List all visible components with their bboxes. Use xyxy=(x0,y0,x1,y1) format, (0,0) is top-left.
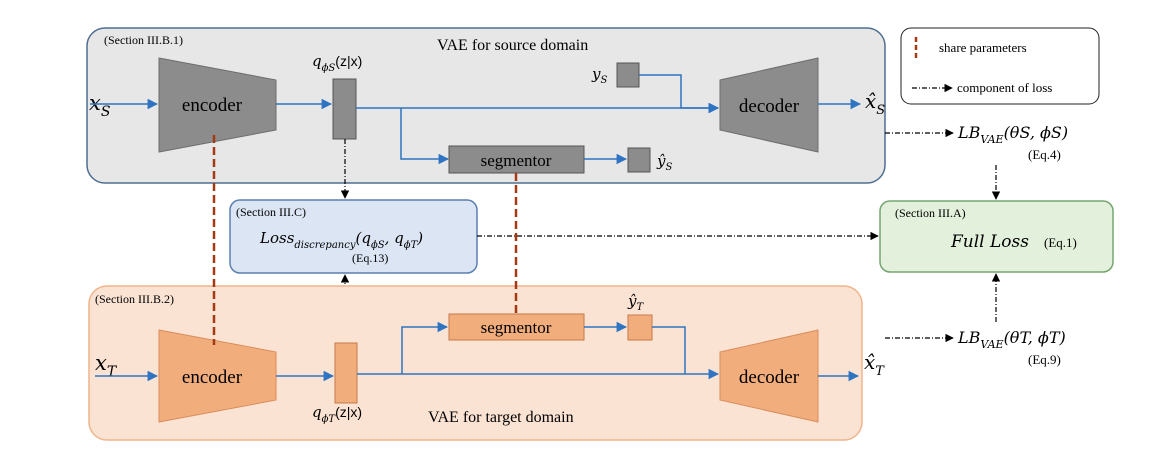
source-latent-label: qϕS(z|x) xyxy=(312,52,362,74)
source-pred-box xyxy=(627,147,651,173)
target-encoder-label: encoder xyxy=(182,367,243,388)
source-label-box xyxy=(616,62,640,88)
discrepancy-eq: (Eq.13) xyxy=(352,251,388,265)
source-section-label: (Section III.B.1) xyxy=(104,33,183,47)
legend-share-label: share parameters xyxy=(939,40,1027,55)
full-loss-box xyxy=(879,200,1114,273)
source-panel-title: VAE for source domain xyxy=(437,37,588,54)
target-section-label: (Section III.B.2) xyxy=(95,292,174,306)
source-label-y: yS xyxy=(591,65,607,86)
lb-target-formula: LBVAE(θT, ϕT) xyxy=(957,328,1066,351)
discrepancy-formula: Lossdiscrepancy(qϕS, qϕT) xyxy=(259,229,423,251)
lb-source-eq: (Eq.4) xyxy=(1028,147,1061,162)
target-input-label: xT xyxy=(95,351,118,380)
source-segmentor xyxy=(448,145,585,174)
lb-target-eq: (Eq.9) xyxy=(1028,352,1061,367)
source-segmentor-label: segmentor xyxy=(481,151,552,170)
source-label-arrow xyxy=(639,74,720,114)
target-pred-decoder-arrow xyxy=(652,326,686,374)
source-output-label: x̂S xyxy=(865,89,885,118)
full-loss-section: (Section III.A) xyxy=(895,206,966,220)
source-pred-label: ŷS xyxy=(656,152,672,173)
target-panel-title: VAE for target domain xyxy=(428,409,574,426)
target-encoder xyxy=(158,329,277,423)
full-loss-label: Full Loss xyxy=(950,232,1029,252)
target-latent-label: qϕT(z|x) xyxy=(312,403,362,425)
target-decoder xyxy=(719,329,819,423)
full-loss-eq: (Eq.1) xyxy=(1044,235,1077,250)
source-vae-panel xyxy=(86,27,886,184)
discrepancy-section: (Section III.C) xyxy=(236,205,306,219)
target-output-label: x̂T xyxy=(864,350,885,379)
source-decoder xyxy=(719,57,819,153)
target-latent-box xyxy=(334,342,358,404)
source-decoder-label: decoder xyxy=(739,96,800,117)
legend-loss-label: component of loss xyxy=(957,80,1052,95)
target-pred-label: ŷT xyxy=(627,292,644,313)
target-latent-segmentor-arrow xyxy=(401,321,449,374)
lb-source-formula: LBVAE(θS, ϕS) xyxy=(957,123,1068,146)
source-encoder-label: encoder xyxy=(182,95,243,116)
source-encoder xyxy=(158,57,277,153)
target-decoder-label: decoder xyxy=(739,367,800,388)
target-pred-box xyxy=(627,314,653,341)
source-input-label: xS xyxy=(89,91,110,120)
source-latent-box xyxy=(332,78,357,140)
target-segmentor-label: segmentor xyxy=(481,318,552,337)
target-vae-panel xyxy=(88,285,863,441)
source-latent-segmentor-arrow xyxy=(400,108,450,165)
